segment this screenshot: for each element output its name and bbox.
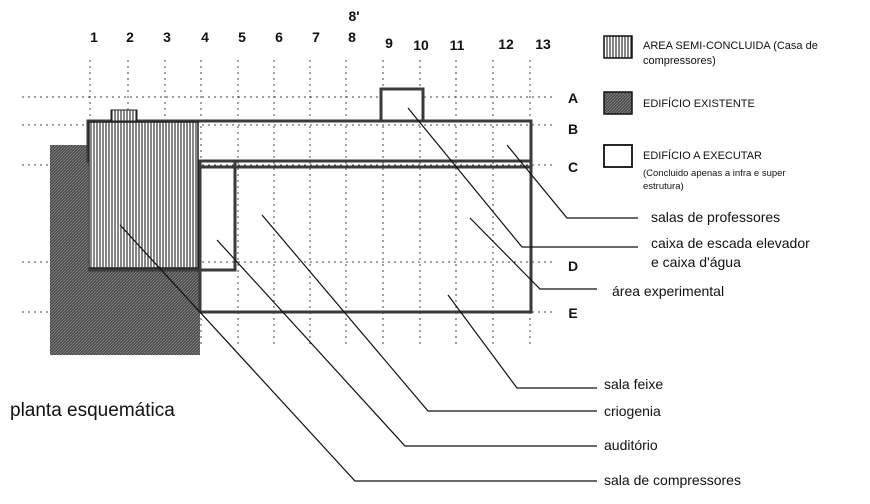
row-label: B xyxy=(568,121,578,137)
callout-area-experimental: área experimental xyxy=(612,283,724,299)
diagram-title: planta esquemática xyxy=(10,400,175,421)
callout-criogenia: criogenia xyxy=(604,403,661,419)
callout-salas-professores: salas de professores xyxy=(651,209,780,225)
row-label: E xyxy=(568,305,577,321)
column-label: 12 xyxy=(498,36,514,52)
column-label: 11 xyxy=(450,37,465,53)
column-labels: 1 2 3 4 5 6 7 8 9 10 11 12 13 8' xyxy=(90,8,551,53)
callout-caixa-escada: caixa de escada elevador xyxy=(651,235,810,251)
new-building xyxy=(86,87,533,314)
row-labels: A B C D E xyxy=(568,90,578,321)
column-label: 6 xyxy=(275,29,283,45)
compressor-wall xyxy=(88,161,237,272)
legend-new-line2: (Concluido apenas a infra e super xyxy=(643,168,786,179)
legend-new-line3: estrutura) xyxy=(643,181,684,192)
column-label: 10 xyxy=(413,37,429,53)
semi-concluded-area xyxy=(88,121,199,269)
column-label: 9 xyxy=(385,35,393,51)
legend-swatch-new xyxy=(603,144,633,168)
legend-new-line1: EDIFÍCIO A EXECUTAR xyxy=(643,149,762,162)
callout-sala-compressores: sala de compressores xyxy=(604,472,741,488)
new-building-main-wing xyxy=(198,161,533,314)
legend-existing-line1: EDIFÍCIO EXISTENTE xyxy=(643,97,755,110)
leader-sala-compressores xyxy=(119,224,597,482)
legend-swatch-semi xyxy=(603,35,633,59)
column-label: 8 xyxy=(348,29,356,45)
roof-box xyxy=(110,109,138,122)
callouts: salas de professores caixa de escada ele… xyxy=(604,209,810,488)
leader-criogenia xyxy=(261,214,597,412)
leader-salas-professores xyxy=(506,144,638,219)
legend-semi-line1: AREA SEMI-CONCLUIDA (Casa de xyxy=(643,40,818,52)
leader-area-experimental xyxy=(469,217,597,290)
legend: AREA SEMI-CONCLUIDA (Casa de compressore… xyxy=(603,35,818,192)
leader-sala-feixe xyxy=(447,294,597,389)
legend-semi-line2: compressores) xyxy=(643,55,716,67)
row-label: A xyxy=(568,90,578,106)
callout-sala-feixe: sala feixe xyxy=(604,376,663,392)
callout-caixa-agua: e caixa d'água xyxy=(651,254,741,270)
leader-auditorio xyxy=(216,239,597,447)
stair-tower xyxy=(379,87,425,123)
column-label: 7 xyxy=(312,29,320,45)
leader-caixa-escada xyxy=(407,107,638,248)
legend-swatch-existing xyxy=(603,91,633,115)
existing-building xyxy=(50,145,200,355)
leader-lines xyxy=(119,107,638,482)
row-label: C xyxy=(568,159,578,175)
column-label: 3 xyxy=(163,29,171,45)
column-label: 1 xyxy=(90,29,98,45)
column-label-extra: 8' xyxy=(348,8,359,24)
callout-auditorio: auditório xyxy=(604,437,658,453)
column-label: 13 xyxy=(535,36,551,52)
row-label: D xyxy=(568,258,578,274)
column-label: 5 xyxy=(238,29,246,45)
column-label: 4 xyxy=(201,29,209,45)
column-label: 2 xyxy=(126,29,134,45)
new-building-top-band xyxy=(86,119,533,163)
